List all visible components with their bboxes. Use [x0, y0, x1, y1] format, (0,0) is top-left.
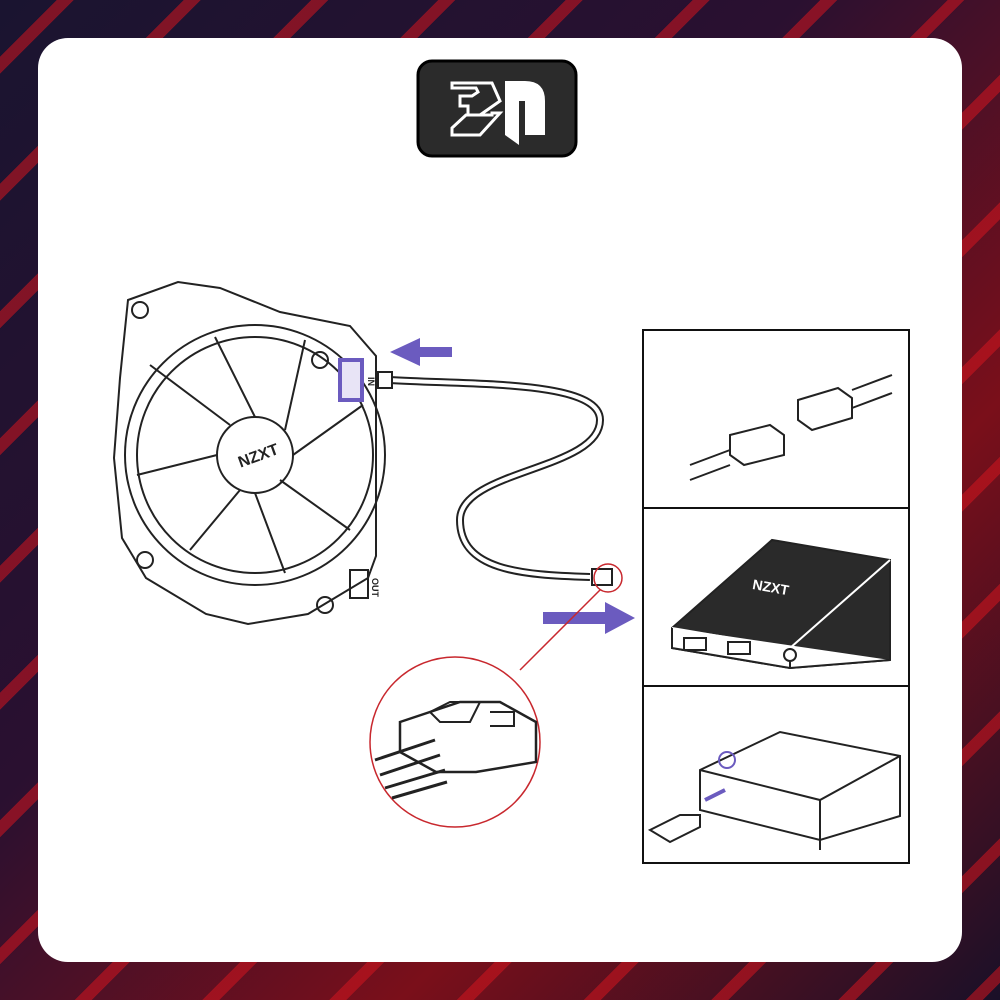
connector-callout: [369, 656, 541, 828]
cable-connector-bottom: [591, 568, 613, 586]
port-out-label: OUT: [370, 578, 380, 598]
panel-controller-hub: NZXT: [671, 538, 891, 670]
controller-brand: NZXT: [751, 576, 790, 598]
logo-text: 2P: [497, 149, 499, 151]
arrow-left-icon: [390, 338, 452, 366]
cable-connector-top: [377, 371, 393, 389]
rgb-cable: [389, 376, 605, 581]
port-in-label: IN: [366, 377, 376, 386]
brand-logo: 2P: [416, 59, 578, 158]
arrow-right-icon: [543, 602, 635, 634]
panel-connector-pair: [689, 374, 893, 481]
fan-illustration: NZXT IN OUT: [112, 280, 386, 626]
panel-internal-hub: [647, 730, 901, 850]
